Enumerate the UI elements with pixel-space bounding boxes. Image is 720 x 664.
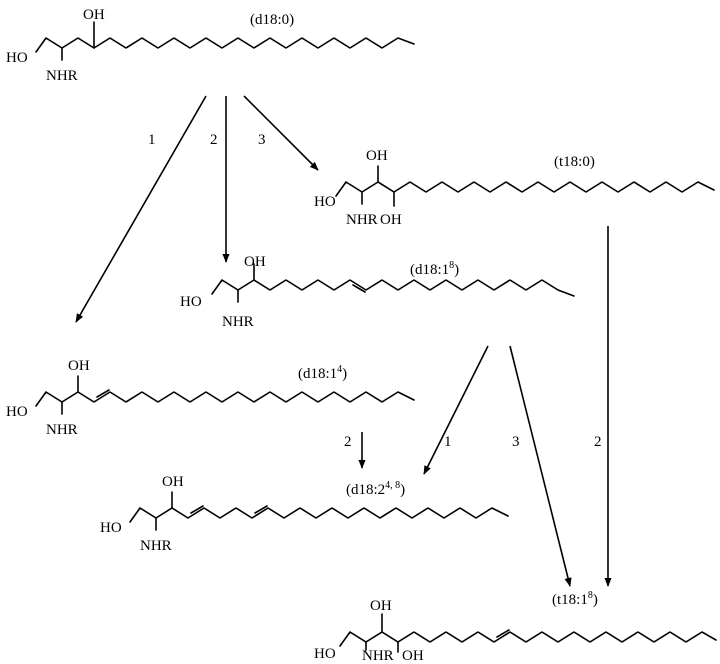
t18-1-8-oh-label-1: OH [370,598,392,614]
d18-1-8-oh-label: OH [244,254,266,270]
step-labels: 1 2 3 2 1 3 2 [148,132,602,450]
step-label-1: 1 [148,132,156,148]
d18-1-4-double-bond [96,389,110,398]
compound-t18-1-8: HO NHR OH OH (t18:18) [314,590,717,664]
t18-1-8-double-bond [496,629,510,638]
t18-1-8-ho-label: HO [314,646,336,662]
d18-1-8-nhr-label: NHR [222,314,254,330]
d18-2-double-bond-4 [190,505,204,514]
arrow-step-1-to-d18-1-4 [75,95,207,323]
d18-1-4-skeleton [35,391,415,407]
t18-0-ho-label: HO [314,194,336,210]
d18-0-ho-label: HO [6,50,28,66]
d18-2-name: (d18:24, 8) [346,480,405,498]
d18-2-oh-label: OH [162,474,184,490]
step-label-t18-2: 2 [594,434,602,450]
d18-0-oh-label: OH [83,7,105,23]
compound-d18-1-8: HO NHR OH (d18:18) [180,254,575,330]
d18-2-ho-label: HO [100,520,122,536]
d18-0-nhr-label: NHR [46,68,78,84]
t18-1-8-oh-label-2: OH [402,648,424,664]
arrow-step-3-to-t18-0 [243,95,319,171]
compound-d18-1-4: HO NHR OH (d18:14) [6,358,415,438]
d18-1-4-ho-label: HO [6,404,28,420]
d18-1-4-oh-label: OH [68,358,90,374]
step-label-d18-2-1: 1 [444,434,452,450]
d18-1-8-double-bond [352,284,366,293]
t18-1-8-nhr-label: NHR [362,648,394,664]
compound-t18-0: HO NHR OH OH (t18:0) [314,148,715,228]
arrow-d18-1-8-to-d18-2 [423,345,489,475]
t18-0-skeleton [335,181,715,197]
t18-0-name: (t18:0) [554,154,595,170]
step-label-3: 3 [258,132,266,148]
t18-0-nhr-label: NHR [346,212,378,228]
arrow-d18-1-8-to-t18-1-8 [509,345,572,587]
compound-d18-0: HO NHR OH (d18:0) [6,7,415,84]
d18-2-double-bond-8 [254,505,268,514]
d18-0-name: (d18:0) [250,12,294,28]
d18-1-8-skeleton [211,279,575,297]
d18-0-skeleton [35,37,415,53]
d18-2-nhr-label: NHR [140,538,172,554]
d18-2-skeleton [129,507,509,523]
d18-1-8-name: (d18:18) [410,260,459,278]
step-label-2: 2 [210,132,218,148]
d18-1-4-name: (d18:14) [298,364,347,382]
reaction-arrows [75,95,612,587]
t18-0-oh-label-2: OH [380,212,402,228]
t18-1-8-skeleton [339,631,717,647]
step-label-d18-2-2: 2 [344,434,352,450]
t18-1-8-name: (t18:18) [552,590,598,608]
t18-0-oh-label-1: OH [366,148,388,164]
step-label-t18-1-3: 3 [512,434,520,450]
compound-d18-2: HO NHR OH (d18:24, 8) [100,474,509,554]
d18-1-4-nhr-label: NHR [46,422,78,438]
d18-1-8-ho-label: HO [180,294,202,310]
